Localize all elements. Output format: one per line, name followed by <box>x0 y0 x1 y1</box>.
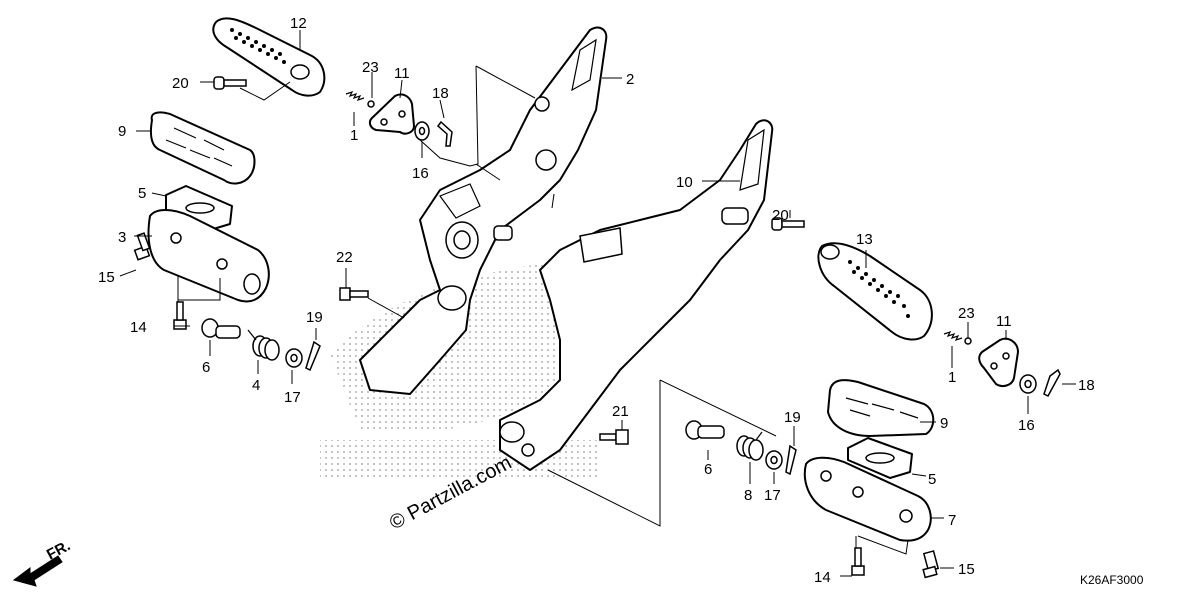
callout-9-left: 9 <box>118 123 126 140</box>
callout-12: 12 <box>290 15 307 32</box>
callout-22: 22 <box>336 249 353 266</box>
part-21-bolt <box>599 429 629 445</box>
callout-14-left: 14 <box>130 319 147 336</box>
callout-7: 7 <box>948 512 956 529</box>
part-9-footpeg-rubber-right <box>827 379 935 437</box>
part-17-washer-left <box>285 348 303 368</box>
leader-lines <box>119 30 1076 577</box>
part-8-spring-right <box>736 431 764 461</box>
part-20-pin-left <box>213 76 247 90</box>
callout-11-left: 11 <box>394 65 410 82</box>
callout-15-left: 15 <box>98 269 115 286</box>
part-6-pin-left <box>201 318 241 339</box>
callout-20-right: 20 <box>772 207 789 224</box>
part-19-cotter-pin-right <box>785 444 797 476</box>
callout-13: 13 <box>856 231 873 248</box>
callout-6-left: 6 <box>202 359 210 376</box>
callout-8: 8 <box>744 487 752 504</box>
part-19-cotter-pin-left <box>305 340 321 372</box>
callout-18-right: 18 <box>1078 377 1095 394</box>
part-17-washer-right <box>765 450 783 470</box>
callout-9-right: 9 <box>940 415 948 432</box>
part-11-detent-plate-right <box>978 337 1019 387</box>
front-direction-label: FR. <box>44 537 73 563</box>
part-12-footpeg-left <box>212 17 326 97</box>
part-4-spring-left <box>247 329 280 361</box>
callout-18-left: 18 <box>432 85 449 102</box>
callout-19-right: 19 <box>784 409 801 426</box>
callout-23-left: 23 <box>362 59 379 76</box>
part-18-cotter-pin-right <box>1043 368 1061 397</box>
part-16-washer-right <box>1019 374 1037 394</box>
part-22-bolt <box>339 287 369 301</box>
front-direction-arrow-icon: FR. <box>12 537 73 587</box>
part-2-step-bracket <box>359 26 608 395</box>
part-14-bolt-right <box>851 547 865 576</box>
callout-6-right: 6 <box>704 461 712 478</box>
callout-5-right: 5 <box>928 471 936 488</box>
callout-20-left: 20 <box>172 75 189 92</box>
part-23-ball-right <box>964 337 972 345</box>
part-15-bolt-left <box>133 232 151 261</box>
callout-10: 10 <box>676 174 693 191</box>
drawing-code: K26AF3000 <box>1080 573 1144 587</box>
callout-11-right: 11 <box>996 313 1012 330</box>
part-3-step-holder-left <box>147 209 270 303</box>
part-1-spring-left <box>345 90 365 102</box>
part-13-footpeg-right <box>817 242 933 341</box>
callout-21: 21 <box>612 403 629 420</box>
part-15-bolt-right <box>922 550 940 579</box>
callout-17-left: 17 <box>284 389 301 406</box>
callout-23-right: 23 <box>958 305 975 322</box>
callout-labels: 12 20 23 11 18 1 16 2 9 5 3 15 14 6 4 17… <box>98 15 1095 586</box>
part-6-pin-right <box>685 420 725 440</box>
part-11-detent-plate-left <box>368 93 415 135</box>
part-23-ball-left <box>367 100 375 108</box>
callout-1-left: 1 <box>350 127 358 144</box>
callout-16-right: 16 <box>1018 417 1035 434</box>
part-16-washer-left <box>414 121 430 141</box>
callout-2: 2 <box>626 71 634 88</box>
part-18-cotter-pin-left <box>436 120 453 147</box>
part-5-plate-right <box>847 437 913 479</box>
part-20-pin-right <box>771 217 805 231</box>
callout-16-left: 16 <box>412 165 429 182</box>
part-7-step-holder-right <box>803 456 932 542</box>
callout-5-left: 5 <box>138 185 146 202</box>
callout-3: 3 <box>118 229 126 246</box>
part-1-spring-right <box>943 330 963 342</box>
callout-17-right: 17 <box>764 487 781 504</box>
part-9-footpeg-rubber-left <box>150 111 256 185</box>
callout-4: 4 <box>252 377 260 394</box>
callout-15-right: 15 <box>958 561 975 578</box>
part-10-step-bracket <box>499 119 774 471</box>
callout-14-right: 14 <box>814 569 831 586</box>
callout-19-left: 19 <box>306 309 323 326</box>
part-14-bolt-left <box>173 301 187 330</box>
callout-1-right: 1 <box>948 369 956 386</box>
